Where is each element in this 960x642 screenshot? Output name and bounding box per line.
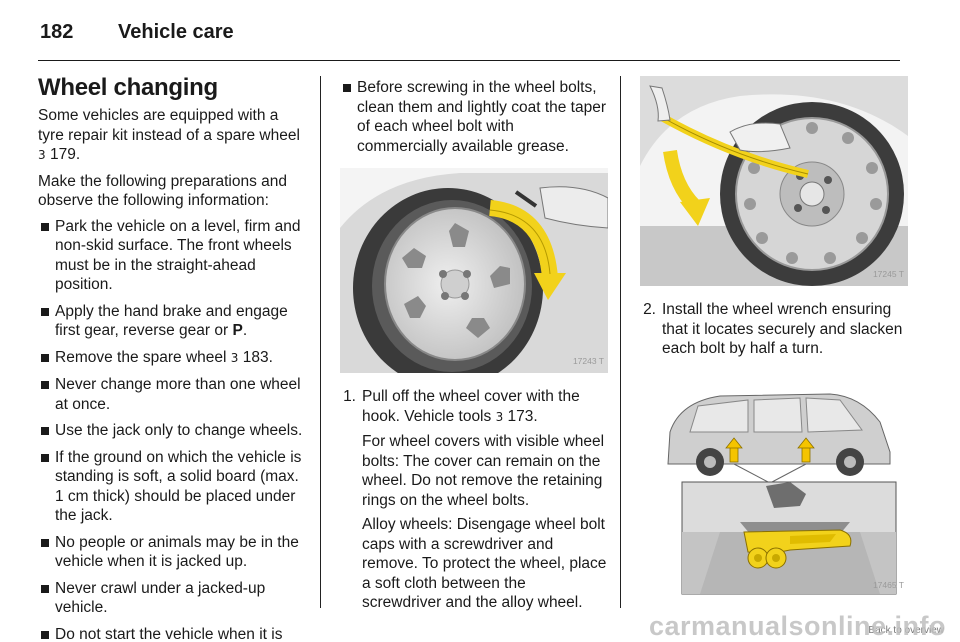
page-title: Wheel changing	[38, 74, 218, 101]
jacking-points-image	[640, 381, 908, 600]
step-number: 1.	[343, 388, 356, 405]
reference-icon: 3	[230, 350, 239, 365]
reference-icon: 3	[495, 409, 504, 424]
step-list: 1. Pull off the wheel cover with the hoo…	[340, 387, 608, 618]
page-ref[interactable]: 173.	[507, 407, 538, 425]
list-item: Never change more than one wheel at once…	[38, 375, 308, 414]
reference-icon: 3	[38, 148, 46, 162]
watermark: carmanualsonline.info	[648, 611, 946, 641]
back-to-overview-link[interactable]: Back to overview	[868, 625, 944, 636]
column-right: 17245 T 2. Install the wheel wrench ensu…	[640, 76, 908, 600]
step-note: For wheel covers with visible wheel bolt…	[362, 433, 605, 509]
wheel-cover-image	[340, 168, 608, 373]
list-item: Never crawl under a jacked-up vehicle.	[38, 579, 308, 618]
list-item: No people or animals may be in the vehic…	[38, 533, 308, 572]
list-item: Park the vehicle on a level, firm and no…	[38, 217, 308, 295]
prep-paragraph: Make the following preparations and obse…	[38, 172, 288, 210]
page-header: 182 Vehicle care	[40, 16, 234, 48]
header-rule	[38, 60, 900, 61]
intro-paragraph: Some vehicles are equipped with a tyre r…	[38, 106, 308, 166]
step-2: 2. Install the wheel wrench ensuring tha…	[640, 300, 908, 364]
step-note: Alloy wheels: Disengage wheel bolt caps …	[362, 516, 607, 611]
column-left: Wheel changing Some vehicles are equippe…	[38, 74, 308, 642]
step-number: 2.	[643, 301, 656, 318]
step-text: Pull off the wheel cover with the hook. …	[362, 388, 580, 425]
intro-page-ref[interactable]: 179.	[49, 146, 81, 163]
section-title: Vehicle care	[118, 20, 234, 43]
wheel-cover-illustration: 17243 T	[340, 168, 608, 373]
step-body: Pull off the wheel cover with the hook. …	[362, 387, 608, 618]
list-item: Use the jack only to change wheels.	[38, 421, 308, 441]
jacking-points-illustration: 17465 T	[640, 381, 908, 600]
list-item: Apply the hand brake and engage first ge…	[38, 302, 308, 341]
column-divider	[620, 76, 621, 608]
column-middle: Before screwing in the wheel bolts, clea…	[340, 78, 608, 624]
list-item: Remove the spare wheel 3 183.	[38, 348, 308, 369]
figure-number: 17243 T	[572, 355, 604, 366]
figure-number: 17465 T	[872, 580, 904, 590]
list-item: Do not start the vehicle when it is rais…	[38, 625, 308, 642]
grease-note: Before screwing in the wheel bolts, clea…	[340, 78, 608, 156]
page-number: 182	[40, 20, 74, 43]
wheel-wrench-image	[640, 76, 908, 286]
wheel-wrench-illustration: 17245 T	[640, 76, 908, 286]
intro-text: Some vehicles are equipped with a tyre r…	[38, 107, 300, 144]
step-1: 1. Pull off the wheel cover with the hoo…	[340, 387, 608, 618]
page-ref[interactable]: 183.	[242, 348, 273, 366]
column-divider	[320, 76, 321, 608]
figure-number: 17245 T	[872, 268, 904, 279]
step-body: Install the wheel wrench ensuring that i…	[662, 300, 908, 364]
step-text: Install the wheel wrench ensuring that i…	[662, 301, 903, 357]
list-item: If the ground on which the vehicle is st…	[38, 448, 308, 526]
precaution-list: Park the vehicle on a level, firm and no…	[38, 217, 308, 642]
list-item: Before screwing in the wheel bolts, clea…	[340, 78, 608, 156]
step-list: 2. Install the wheel wrench ensuring tha…	[640, 300, 908, 364]
